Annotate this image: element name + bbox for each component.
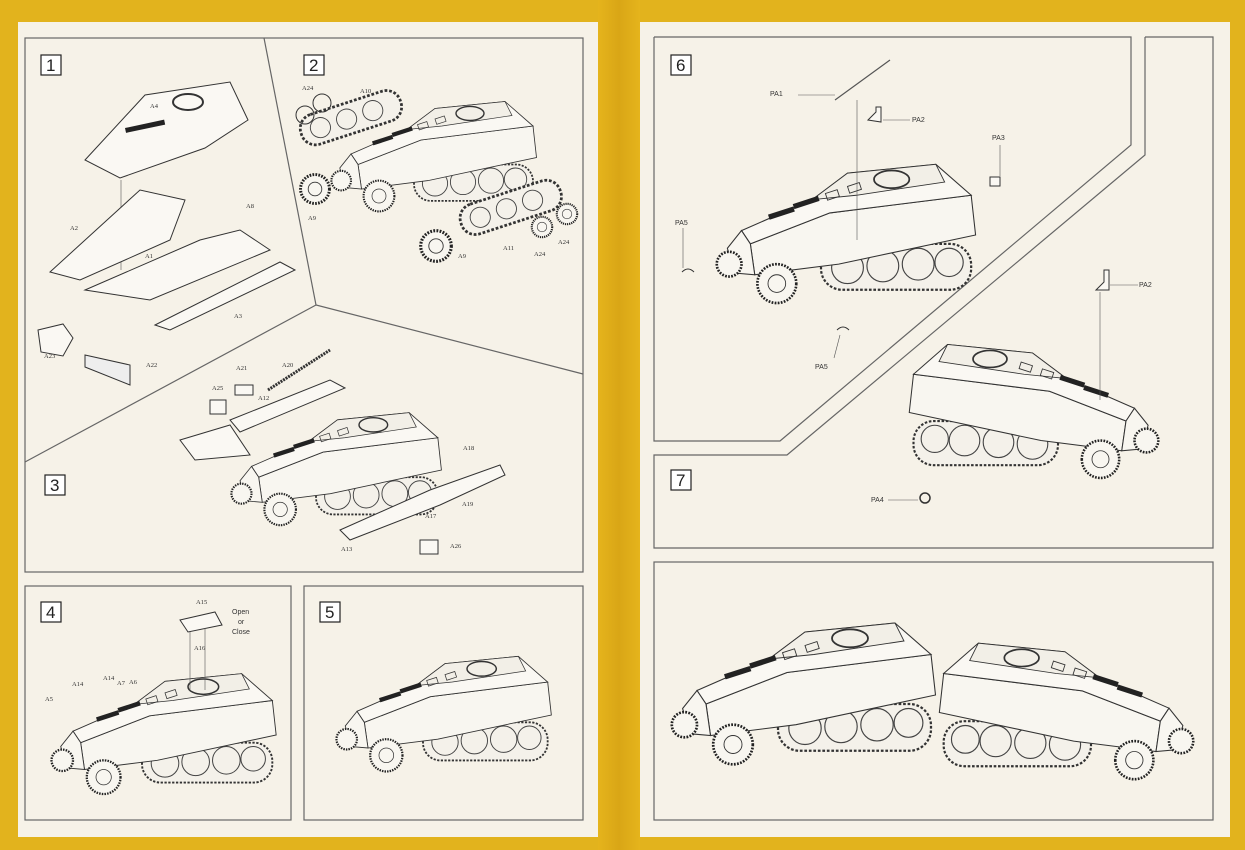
step-1-exploded-hull — [37, 81, 297, 386]
svg-text:A14: A14 — [103, 675, 115, 682]
svg-text:A24: A24 — [558, 239, 570, 246]
step-2-number: 2 — [303, 54, 325, 76]
svg-text:A9: A9 — [458, 253, 466, 260]
step-2-labels: A24 A10 A9 A9 A11 A24 A24 — [302, 85, 570, 260]
step-4-assembly — [50, 611, 278, 796]
svg-text:PA5: PA5 — [815, 364, 828, 371]
step-2-tracks-and-wheels — [296, 87, 579, 264]
svg-text:Close: Close — [232, 629, 250, 636]
svg-text:A14: A14 — [72, 681, 84, 688]
svg-text:PA4: PA4 — [871, 497, 884, 504]
step-6-labels: PA1 PA2 PA3 PA5 PA5 — [675, 91, 1005, 371]
svg-text:A19: A19 — [462, 501, 473, 508]
svg-text:A2: A2 — [70, 225, 78, 232]
step-4-labels: A15 Open or Close A16 A5 A14 A14 A7 A6 — [45, 599, 250, 703]
svg-text:2: 2 — [309, 56, 318, 75]
svg-text:PA5: PA5 — [675, 220, 688, 227]
svg-text:A23: A23 — [44, 353, 55, 360]
svg-text:A8: A8 — [246, 203, 254, 210]
svg-text:A15: A15 — [196, 599, 207, 606]
svg-text:7: 7 — [676, 471, 685, 490]
step-3-labels: A20 A21 A25 A12 A18 A19 A17 A13 A26 — [212, 362, 474, 553]
step-6-assembly — [681, 59, 1001, 359]
svg-text:A22: A22 — [146, 362, 157, 369]
svg-text:PA3: PA3 — [992, 135, 1005, 142]
svg-text:Open: Open — [232, 609, 249, 616]
svg-text:A25: A25 — [212, 385, 223, 392]
step-7-labels: PA2 PA4 — [871, 282, 1152, 504]
step-7-assembly — [888, 269, 1160, 504]
svg-text:1: 1 — [46, 56, 55, 75]
page-gutter — [598, 0, 640, 850]
step-5-completed-vehicle — [335, 654, 553, 773]
svg-text:A3: A3 — [234, 313, 242, 320]
svg-text:A9: A9 — [308, 215, 316, 222]
final-vehicle-front-view — [670, 621, 938, 767]
step-5-frame — [303, 585, 584, 821]
svg-text:A13: A13 — [341, 546, 352, 553]
svg-text:PA2: PA2 — [912, 117, 925, 124]
svg-text:A6: A6 — [129, 679, 138, 686]
step-1-number: 1 — [40, 54, 62, 76]
svg-text:A17: A17 — [425, 513, 437, 520]
svg-text:A1: A1 — [145, 253, 153, 260]
step-5-number: 5 — [319, 601, 341, 623]
svg-text:A20: A20 — [282, 362, 293, 369]
svg-text:A26: A26 — [450, 543, 462, 550]
svg-text:A24: A24 — [534, 251, 546, 258]
svg-text:A18: A18 — [463, 445, 474, 452]
svg-text:A21: A21 — [236, 365, 247, 372]
svg-text:3: 3 — [50, 476, 59, 495]
step-3-assembly — [179, 348, 506, 555]
svg-text:5: 5 — [325, 603, 334, 622]
steps-6-7-frame — [653, 36, 1214, 549]
svg-text:A12: A12 — [258, 395, 269, 402]
step-6-number: 6 — [670, 54, 692, 76]
svg-text:A16: A16 — [194, 645, 206, 652]
svg-text:A11: A11 — [503, 245, 514, 252]
step-3-number: 3 — [44, 474, 66, 496]
svg-text:PA2: PA2 — [1139, 282, 1152, 289]
step-4-frame — [24, 585, 292, 821]
svg-text:A24: A24 — [302, 85, 314, 92]
svg-text:6: 6 — [676, 56, 685, 75]
svg-text:A10: A10 — [360, 88, 371, 95]
svg-text:or: or — [238, 619, 245, 626]
steps-1-2-3-frame — [24, 37, 584, 573]
svg-text:A7: A7 — [117, 680, 126, 687]
step-4-number: 4 — [40, 601, 62, 623]
step-7-number: 7 — [670, 469, 692, 491]
svg-text:A5: A5 — [45, 696, 53, 703]
svg-text:4: 4 — [46, 603, 55, 622]
final-vehicle-rear-view — [937, 641, 1195, 781]
final-view-frame — [653, 561, 1214, 821]
svg-text:PA1: PA1 — [770, 91, 783, 98]
svg-text:A4: A4 — [150, 103, 159, 110]
step-1-labels: A4 A2 A8 A1 A3 A23 A22 — [44, 103, 254, 369]
